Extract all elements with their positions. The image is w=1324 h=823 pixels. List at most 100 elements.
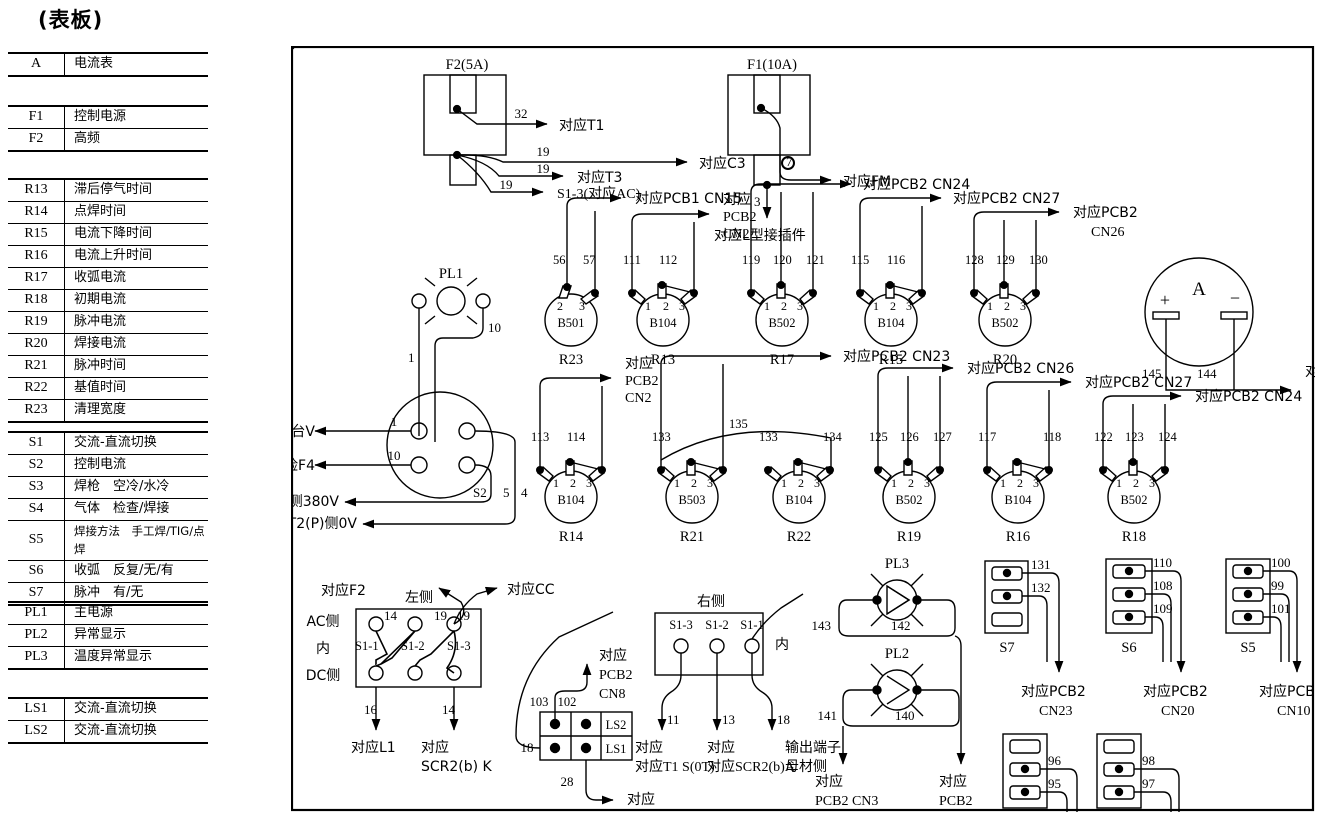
wire-num: 95 bbox=[1048, 776, 1061, 791]
wire-num: 3 bbox=[754, 194, 761, 209]
pole-label: S1-2 bbox=[705, 618, 729, 632]
wire-num: 19 bbox=[434, 608, 447, 623]
lug-num: 3 bbox=[1033, 476, 1039, 490]
wire-target-l1: 对应PCB2 bbox=[1021, 683, 1086, 700]
pot-id: R18 bbox=[1122, 529, 1146, 545]
legend-desc: 电流表 bbox=[74, 56, 114, 71]
wire-num: 99 bbox=[1271, 578, 1284, 593]
wire-target: 对应PCB2 CN24 bbox=[1195, 388, 1302, 405]
legend-key: R15 bbox=[8, 223, 65, 246]
wire-num: 129 bbox=[996, 253, 1015, 267]
ac-side-label: AC侧 bbox=[306, 614, 339, 630]
lug-num: 3 bbox=[707, 476, 713, 490]
pin-num: 1 bbox=[391, 414, 398, 429]
wire-num: 111 bbox=[623, 253, 641, 267]
wire-num: 18 bbox=[521, 740, 534, 755]
lug-num: 2 bbox=[663, 299, 669, 313]
wire-target-l2: CN23 bbox=[1039, 704, 1072, 719]
wire-num: 11 bbox=[667, 712, 680, 727]
wire-num: 102 bbox=[558, 695, 577, 709]
legend-desc: 清理宽度 bbox=[74, 402, 127, 417]
inner-label: 内 bbox=[316, 641, 330, 657]
wire-num: 112 bbox=[659, 253, 677, 267]
lug-num: 1 bbox=[553, 476, 559, 490]
wire-num: 10 bbox=[488, 320, 501, 335]
pole-label: S1-3 bbox=[447, 639, 471, 653]
wiring-diagram: F2(5A) 32 对应T1 19 对应C3 19 对应T3 19 S1-3(对… bbox=[224, 42, 1324, 823]
pole-label: S1-2 bbox=[401, 639, 425, 653]
legend-key: F1 bbox=[8, 106, 65, 129]
pot-id: R16 bbox=[1006, 529, 1030, 545]
wire-num: 118 bbox=[1043, 430, 1061, 444]
lug-num: 3 bbox=[906, 299, 912, 313]
wire-target-l1: 对应PCB2 bbox=[1143, 683, 1208, 700]
lamp-PL2-label: PL2 bbox=[885, 646, 909, 662]
pot-id: R13 bbox=[651, 352, 675, 368]
switch-block-S7: S7 131 132 对应PCB2 CN23 bbox=[984, 557, 1086, 719]
wire-target-l2: PCB2 bbox=[599, 668, 632, 683]
lug-num: 1 bbox=[1116, 476, 1122, 490]
switch-S1-left: 左侧 AC侧 内 DC侧 14 19 19 S1-1 S1-2 S1-3 对应F… bbox=[306, 581, 555, 775]
pot-model: B104 bbox=[877, 316, 905, 330]
legend-desc: 温度异常显示 bbox=[74, 649, 153, 664]
wire-target-l2: CN10 bbox=[1277, 704, 1310, 719]
wire-target-l2: PCB2 bbox=[723, 210, 756, 225]
legend-desc: 交流-直流切换 bbox=[74, 435, 157, 450]
wire-target-l2: PCB2 bbox=[625, 374, 658, 389]
wire-num: 1 bbox=[408, 350, 415, 365]
pot-model: B104 bbox=[557, 493, 585, 507]
fuse-F2-label: F2(5A) bbox=[446, 57, 489, 73]
s1-right-caption: 右侧 bbox=[697, 594, 725, 610]
wire-num: 117 bbox=[978, 430, 996, 444]
legend-key: S3 bbox=[8, 476, 65, 499]
lug-num: 3 bbox=[1020, 299, 1026, 313]
wire-num: 135 bbox=[729, 417, 748, 431]
wire-num: 97 bbox=[1142, 776, 1156, 791]
wire-num: 19 bbox=[537, 161, 550, 176]
lug-num: 3 bbox=[797, 299, 803, 313]
wire-target-l1: 对应PCB2 bbox=[1259, 683, 1315, 700]
wire-target-l3: CN8 bbox=[599, 687, 625, 702]
potentiometer-R20: 1 2 3 B502 R20 128 129 130 对应PCB2 CN26 bbox=[965, 204, 1138, 368]
wire-num: 143 bbox=[812, 618, 832, 633]
pot-id: R21 bbox=[680, 529, 704, 545]
pin-target: 对应T2(P)侧380V bbox=[291, 493, 339, 510]
legend-table-meter: A 电流表 bbox=[8, 52, 208, 77]
potentiometer-R14: 1 2 3 B104 R14 113 114 对应 PCB2 CN2 bbox=[531, 355, 658, 545]
ammeter-label: A bbox=[1192, 279, 1206, 300]
lug-num: 1 bbox=[674, 476, 680, 490]
ls-row-label: LS1 bbox=[606, 742, 627, 756]
s1-left-caption: 左侧 bbox=[405, 590, 433, 606]
wire-num: 132 bbox=[1031, 580, 1051, 595]
potentiometer-R19: 1 2 3 B502 R19 125 126 127 对应PCB2 CN26 bbox=[869, 360, 1074, 545]
legend-desc: 焊接方法 手工焊/TIG/点焊 bbox=[74, 524, 205, 556]
lug-num: 1 bbox=[891, 476, 897, 490]
out-top-left: 对应F2 bbox=[321, 582, 366, 599]
lug-num: 2 bbox=[557, 299, 563, 313]
switch-id: S5 bbox=[1240, 640, 1255, 656]
legend-desc: 收弧 反复/无/有 bbox=[74, 563, 174, 578]
switch-block-S5: S5 100 99 101 对应PCB2 CN10 bbox=[1225, 555, 1324, 719]
target-l1: 对应 bbox=[635, 739, 663, 756]
wire-num: 130 bbox=[1029, 253, 1048, 267]
wire-num: 125 bbox=[869, 430, 888, 444]
legend-key: R22 bbox=[8, 377, 65, 400]
legend-key: S2 bbox=[8, 454, 65, 477]
wire-num: 103 bbox=[530, 695, 549, 709]
legend-desc: 异常显示 bbox=[74, 627, 127, 642]
wire-num: 109 bbox=[1153, 601, 1173, 616]
out-bottom-right-l2: SCR2(b) K bbox=[421, 759, 493, 775]
legend-key: S1 bbox=[8, 432, 65, 455]
legend-desc: 焊接电流 bbox=[74, 336, 127, 351]
wire-num: 121 bbox=[806, 253, 825, 267]
target-l2: 对应SCR2(b)A bbox=[707, 758, 796, 775]
table-row: A 电流表 bbox=[8, 53, 208, 76]
lamp-PL1-label: PL1 bbox=[439, 266, 463, 282]
